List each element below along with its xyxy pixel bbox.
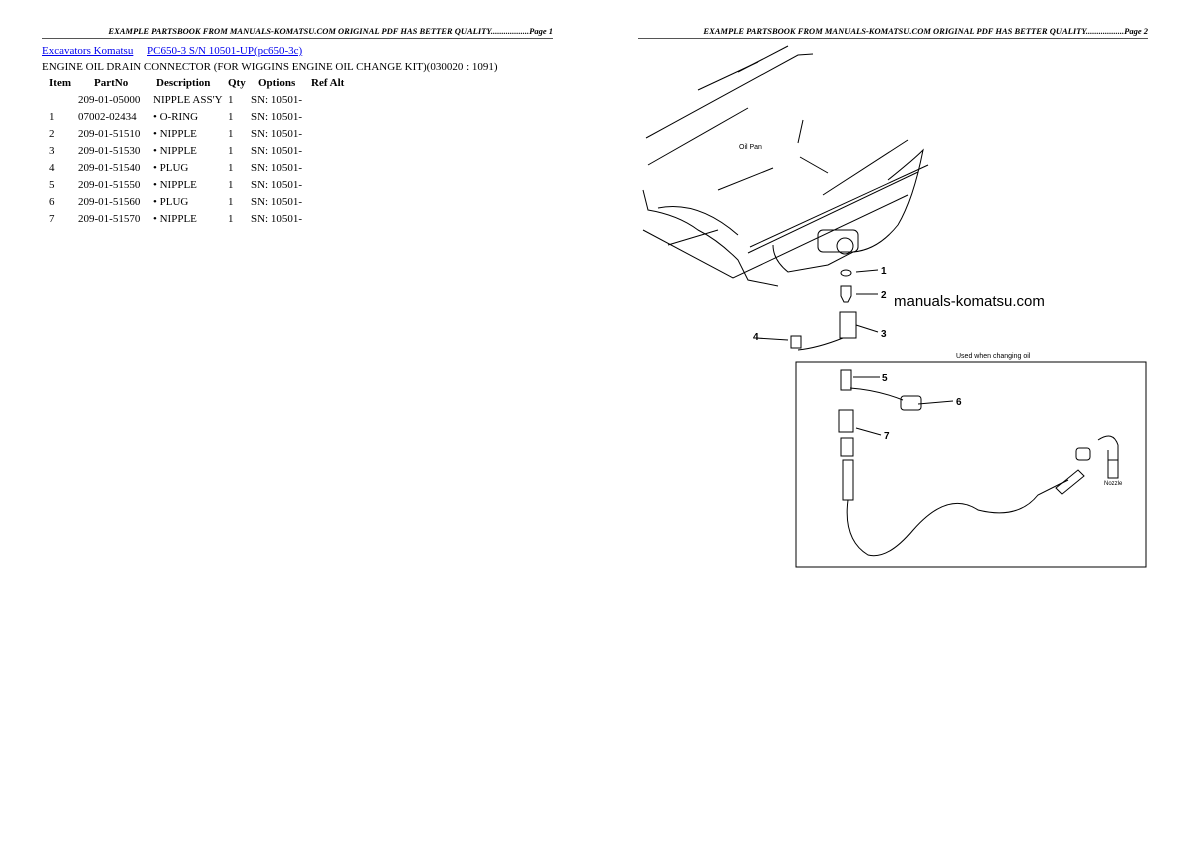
nipple-part-2 xyxy=(840,285,852,303)
nozzle-label: Nozzle xyxy=(1104,481,1123,487)
cell-desc: • NIPPLE xyxy=(153,213,197,225)
cell-options: SN: 10501- xyxy=(251,196,303,208)
cell-item: 1 xyxy=(49,111,55,123)
cell-item: 6 xyxy=(49,196,55,208)
callout-3: 3 xyxy=(881,329,887,340)
nipple-part-7 xyxy=(838,409,854,433)
callout-4: 4 xyxy=(753,332,759,343)
breadcrumb-link-excavators[interactable]: Excavators Komatsu xyxy=(42,45,134,57)
cell-qty: 1 xyxy=(228,213,234,225)
cell-item: 2 xyxy=(49,128,55,140)
column-header-partno: PartNo xyxy=(94,77,129,89)
column-header-description: Description xyxy=(156,77,211,89)
cell-options: SN: 10501- xyxy=(251,162,303,174)
watermark: manuals-komatsu.com xyxy=(894,293,1045,310)
callout-2: 2 xyxy=(881,290,887,301)
cell-options: SN: 10501- xyxy=(251,145,303,157)
page-title: ENGINE OIL DRAIN CONNECTOR (FOR WIGGINS … xyxy=(42,61,498,73)
nipple-part-5 xyxy=(840,369,852,391)
column-header-options: Options xyxy=(258,77,296,89)
callout-7: 7 xyxy=(884,431,890,442)
cell-options: SN: 10501- xyxy=(251,111,303,123)
callout-1: 1 xyxy=(881,266,887,277)
cell-qty: 1 xyxy=(228,111,234,123)
cell-item: 7 xyxy=(49,213,55,225)
nipple-part-3 xyxy=(839,311,857,339)
cell-desc: • PLUG xyxy=(153,162,189,174)
cell-partno: 07002-02434 xyxy=(78,111,137,123)
cell-qty: 1 xyxy=(228,196,234,208)
parts-diagram: Oil Pan Used when changing oil Nozzle ma… xyxy=(642,45,1147,568)
page-header: EXAMPLE PARTSBOOK FROM MANUALS-KOMATSU.C… xyxy=(638,25,1148,39)
cell-partno: 209-01-05000 xyxy=(78,94,141,106)
box-label: Used when changing oil xyxy=(956,353,1031,360)
callout-5: 5 xyxy=(882,373,888,384)
cell-partno: 209-01-51570 xyxy=(78,213,141,225)
cell-partno: 209-01-51560 xyxy=(78,196,141,208)
page-header: EXAMPLE PARTSBOOK FROM MANUALS-KOMATSU.C… xyxy=(42,25,553,39)
cell-partno: 209-01-51550 xyxy=(78,179,141,191)
cell-options: SN: 10501- xyxy=(251,94,303,106)
cell-desc: • O-RING xyxy=(153,111,199,123)
cell-options: SN: 10501- xyxy=(251,213,303,225)
cell-qty: 1 xyxy=(228,162,234,174)
cell-item: 5 xyxy=(49,179,55,191)
cell-desc: • PLUG xyxy=(153,196,189,208)
column-header-item: Item xyxy=(49,77,71,89)
changing-kit-box xyxy=(795,361,1147,568)
cell-options: SN: 10501- xyxy=(251,179,303,191)
column-header-ref-alt: Ref Alt xyxy=(311,77,345,89)
drain-valve xyxy=(817,229,859,253)
o-ring-part xyxy=(840,269,852,277)
oil-pan-edge xyxy=(645,53,814,139)
cell-desc: NIPPLE ASS'Y xyxy=(153,94,223,106)
plug-part-6 xyxy=(900,395,922,411)
cell-partno: 209-01-51530 xyxy=(78,145,141,157)
cell-partno: 209-01-51510 xyxy=(78,128,141,140)
cell-qty: 1 xyxy=(228,128,234,140)
cell-desc: • NIPPLE xyxy=(153,128,197,140)
cell-partno: 209-01-51540 xyxy=(78,162,141,174)
cell-qty: 1 xyxy=(228,179,234,191)
cell-desc: • NIPPLE xyxy=(153,179,197,191)
cell-qty: 1 xyxy=(228,94,234,106)
plug-part-4 xyxy=(790,335,802,349)
cell-item: 3 xyxy=(49,145,55,157)
callout-6: 6 xyxy=(956,397,962,408)
cell-options: SN: 10501- xyxy=(251,128,303,140)
cell-desc: • NIPPLE xyxy=(153,145,197,157)
cell-qty: 1 xyxy=(228,145,234,157)
oil-pan-label: Oil Pan xyxy=(739,144,762,151)
breadcrumb-link-model[interactable]: PC650-3 S/N 10501-UP(pc650-3c) xyxy=(147,45,303,57)
cell-item: 4 xyxy=(49,162,55,174)
column-header-qty: Qty xyxy=(228,77,246,89)
